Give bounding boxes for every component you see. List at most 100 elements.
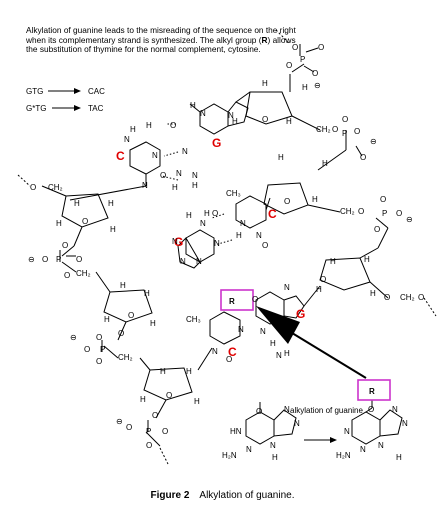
base-label-c3: C [228,345,237,359]
atom-label: O [162,427,168,436]
base-label-g2: G [174,235,183,249]
figure-caption: Figure 2 Alkylation of guanine. [0,490,445,501]
atom-label: ⊖ [28,255,35,264]
atom-label: N [246,445,252,454]
atom-label: O [30,183,36,192]
atom-label: ⊖ [70,333,77,342]
atom-label: O [256,407,262,416]
hydrogen-bonds [161,123,233,245]
atom-label: O [368,405,374,414]
bond-lines [17,29,437,465]
atom-label: H [104,315,110,324]
atom-label: ⊖ [406,215,413,224]
base-label-g3: G [296,307,305,321]
atom-label: P [146,427,151,436]
atom-label: O [292,43,298,52]
atom-label: P [56,255,61,264]
atom-label: O [84,345,90,354]
atom-label: ⊖ [116,417,123,426]
atom-label: O [118,329,124,338]
sequence-alkylated-to: TAC [88,104,104,113]
atom-label: H [190,101,196,110]
atom-label: O [384,293,390,302]
atom-label: H [140,395,146,404]
atom-label: H [186,211,192,220]
base-label-g1: G [212,136,221,150]
atom-label: H [270,339,276,348]
atom-label: N [228,111,234,120]
atom-label: N [182,147,188,156]
atom-label: H₂N [222,451,237,460]
atom-label: N [124,135,130,144]
atom-label: CH₂ [118,353,133,362]
sequence-normal: GTG [26,87,43,96]
atom-label: O [82,217,88,226]
atom-label: O [212,209,218,218]
figure-caption-text: Alkylation of guanine. [199,490,295,501]
atom-label: N [270,441,276,450]
atom-label: O [64,271,70,280]
base-label-c2: C [268,207,277,221]
atom-label: H [364,255,370,264]
alkyl-group-box [220,289,254,311]
atom-label: N [260,327,266,336]
atom-label: N [214,239,220,248]
base-label-c1: C [116,149,125,163]
atom-label: H [370,289,376,298]
figure-number: Figure 2 [150,490,190,501]
atom-label: O [262,241,268,250]
atom-label: CH₂ [400,293,415,302]
atom-label: CH₂ [316,125,331,134]
atom-label: O [380,195,386,204]
atom-label: O [128,311,134,320]
atom-label: N [142,181,148,190]
atom-label: H [146,121,152,130]
atom-label: CH₂ [340,207,355,216]
atom-label: O [160,171,166,180]
atom-label: H [108,199,114,208]
atom-label: O [262,115,268,124]
pointer-arrow-head [256,306,300,344]
atom-label: CH₂ [76,269,91,278]
atom-label: N [212,347,218,356]
atom-label: H₂N [336,451,351,460]
atom-label: H [120,281,126,290]
inset-alkyl-group-box [357,379,391,401]
atom-label: O [318,43,324,52]
atom-label: N [294,419,300,428]
atom-label: H [278,153,284,162]
atom-label: O [76,255,82,264]
atom-label: H [144,289,150,298]
atom-label: H [284,349,290,358]
atom-label: H [302,83,308,92]
atom-label: P [300,55,305,64]
atom-label: O [166,391,172,400]
atom-label: O [320,275,326,284]
annotation-alkylation: alkylation of guanine [290,406,363,415]
atom-label: O [226,355,232,364]
atom-label: N [200,109,206,118]
atom-label: O [146,441,152,450]
atom-label: HN [230,427,242,436]
atom-label: N [152,151,158,160]
intro-r-symbol: R [261,34,268,45]
atom-label: H [316,285,322,294]
atom-label: O [96,333,102,342]
intro-text-part-2: ) allows the substitution of thymine for… [26,34,296,55]
atom-label: P [100,345,105,354]
atom-label: H [150,319,156,328]
atom-label: P [342,129,347,138]
atom-label: H [272,453,278,462]
atom-label: N [180,257,186,266]
atom-label: H [56,219,62,228]
atom-label: O [342,115,348,124]
atom-label: H [110,225,116,234]
atom-label: O [284,197,290,206]
atom-label: CH₃ [186,315,201,324]
r-labels: R R [229,297,375,396]
atom-label: O [42,255,48,264]
atom-label: O [358,207,364,216]
atom-label: O [396,209,402,218]
